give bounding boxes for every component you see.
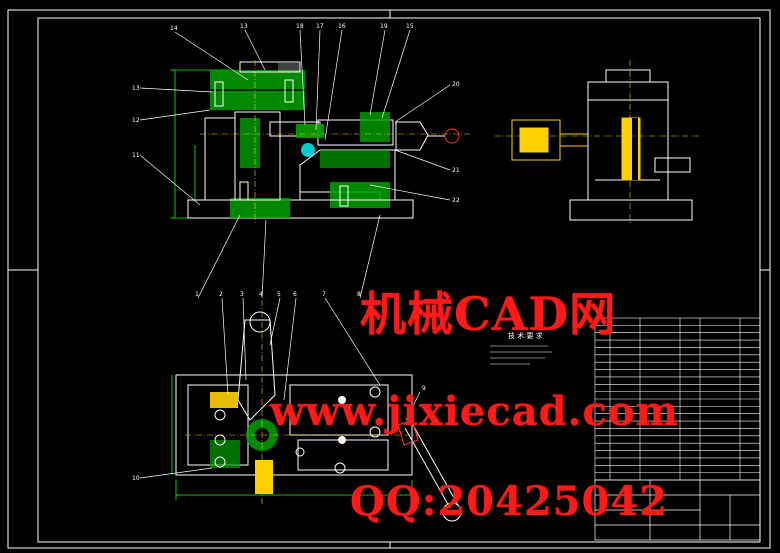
- watermark-url: www.jixiecad.com: [270, 388, 679, 435]
- leader-lines: [139, 29, 451, 479]
- leader-number: 4: [259, 291, 263, 298]
- drawing-frame: [7, 9, 771, 549]
- leader-number: 7: [322, 291, 326, 298]
- technical-notes-title: 技 术 要 求: [508, 331, 543, 340]
- leader-number: 13: [132, 85, 140, 92]
- leader-number: 15: [406, 23, 414, 30]
- leader-number: 21: [452, 167, 460, 174]
- technical-notes: 技 术 要 求: [490, 331, 552, 365]
- leader-number: 20: [452, 81, 460, 88]
- title-block: [594, 479, 761, 541]
- side-view: [495, 60, 700, 225]
- watermark-site-name: 机械CAD网: [360, 287, 617, 341]
- leader-number: 11: [132, 152, 140, 159]
- leader-number: 10: [132, 475, 140, 482]
- leader-number: 19: [380, 23, 388, 30]
- bill-of-materials-table: [594, 317, 761, 481]
- leader-number: 3: [240, 291, 244, 298]
- leader-number: 17: [316, 23, 324, 30]
- leader-number: 5: [277, 291, 281, 298]
- plan-view: [171, 300, 462, 522]
- watermark-qq: QQ:20425042: [350, 478, 669, 525]
- leader-number: 8: [357, 291, 361, 298]
- leader-number: 9: [422, 385, 426, 392]
- front-view: [170, 60, 470, 225]
- leader-number: 18: [296, 23, 304, 30]
- leader-number: 16: [338, 23, 346, 30]
- leader-number: 13: [240, 23, 248, 30]
- leader-number-labels: 14 13 18 17 16 19 15 13 12 11 20 21 22 1…: [132, 23, 460, 482]
- leader-number: 2: [219, 291, 223, 298]
- leader-number: 6: [293, 291, 297, 298]
- leader-number: 14: [170, 25, 178, 32]
- leader-number: 22: [452, 197, 460, 204]
- leader-number: 1: [195, 291, 199, 298]
- leader-number: 12: [132, 117, 140, 124]
